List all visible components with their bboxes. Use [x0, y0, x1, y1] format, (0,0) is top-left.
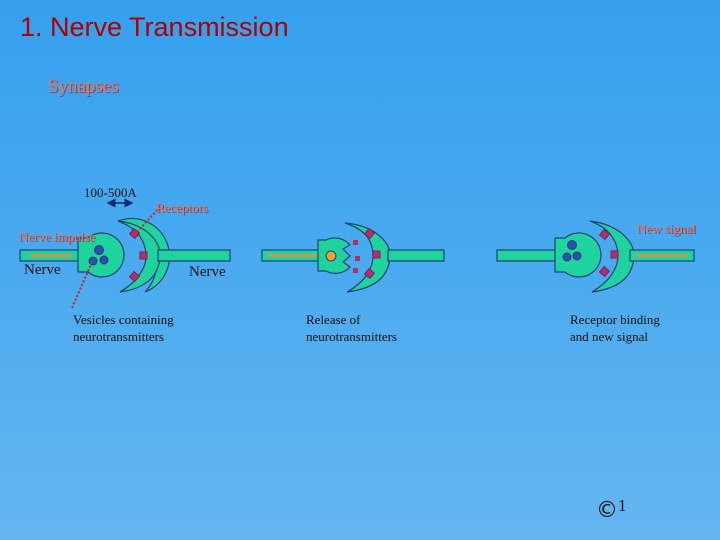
caption-release: Release of neurotransmitters	[306, 311, 397, 345]
postsynaptic-axon	[388, 250, 444, 261]
neurotransmitter	[353, 240, 358, 245]
vesicle	[563, 253, 571, 261]
nerve-right-label: Nerve	[189, 264, 226, 281]
new-signal-label: New signal	[637, 221, 696, 237]
vesicle	[89, 257, 97, 265]
caption-line: and new signal	[570, 328, 660, 345]
caption-line: neurotransmitters	[73, 328, 174, 345]
caption-vesicles: Vesicles containing neurotransmitters	[73, 311, 174, 345]
vesicle	[573, 252, 581, 260]
gap-label: 100-500A	[84, 185, 137, 201]
synapse-stage-2	[262, 223, 444, 292]
caption-binding: Receptor binding and new signal	[570, 311, 660, 345]
nerve-impulse-label: Nerve impulse	[19, 229, 95, 245]
neurotransmitter	[353, 268, 358, 273]
neurotransmitter	[355, 256, 360, 261]
vesicle-releasing	[326, 251, 336, 261]
receptor	[373, 251, 380, 258]
postsynaptic-axon	[158, 250, 230, 261]
receptors-label: Receptors	[156, 200, 208, 216]
receptor	[140, 252, 147, 259]
caption-line: Vesicles containing	[73, 311, 174, 328]
receptor-bound	[600, 267, 610, 277]
footnote-number: 1	[618, 496, 627, 516]
vesicle	[100, 256, 108, 264]
caption-line: Receptor binding	[570, 311, 660, 328]
receptor-bound	[611, 251, 618, 258]
caption-line: Release of	[306, 311, 397, 328]
vesicle	[568, 241, 577, 250]
vesicle	[95, 246, 104, 255]
copyright-symbol: ©	[596, 498, 618, 523]
axon-left	[497, 250, 559, 261]
synapse-stage-1	[20, 207, 230, 308]
nerve-left-label: Nerve	[24, 262, 61, 279]
caption-line: neurotransmitters	[306, 328, 397, 345]
